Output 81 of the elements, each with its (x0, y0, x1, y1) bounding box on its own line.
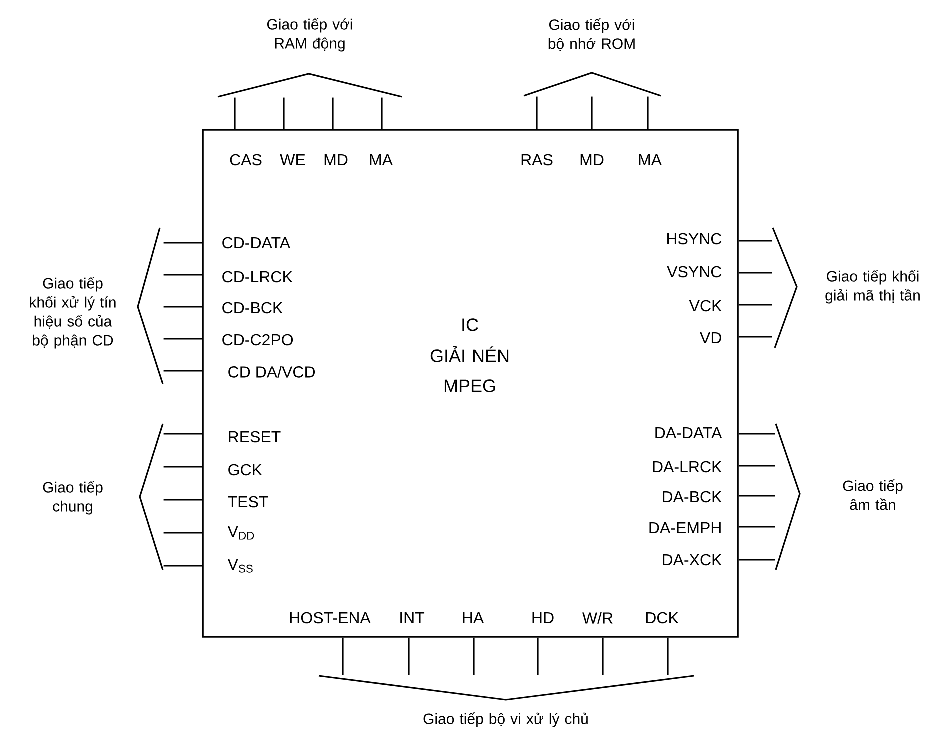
bracket (772, 228, 798, 348)
pin-line (536, 96, 538, 130)
pin-label: VD (700, 332, 722, 344)
pin-line (591, 96, 593, 130)
group-label: Giao tiếp khối xử lý tín hiệu số của bộ phận CD (30, 277, 116, 349)
group-label: Giao tiếp âm tần (843, 480, 903, 510)
pin-line (283, 98, 285, 130)
pin-label: VCK (689, 300, 722, 312)
pin-line (234, 98, 236, 130)
pin-label: DA-LRCK (653, 461, 722, 473)
pin-label: INT (400, 612, 425, 624)
bracket (524, 72, 662, 97)
pin-label: GCK (228, 464, 262, 476)
group-label: Giao tiếp với bộ nhớ ROM (548, 18, 635, 52)
pin-label: MD (324, 154, 348, 166)
pin-label: DA-DATA (656, 428, 722, 438)
bracket (139, 424, 164, 570)
pin-line (164, 466, 202, 468)
pin-label: CD-C2PO (222, 334, 294, 346)
pin-line (738, 240, 772, 242)
chip-title: GIẢI NÉN MPEG (430, 346, 509, 392)
pin-label: CD-BCK (222, 302, 283, 314)
pin-label: CAS (230, 154, 262, 166)
pin-line (164, 370, 202, 372)
pin-label: MA (370, 154, 393, 166)
pin-label: DA-EMPH (650, 522, 721, 534)
bracket (218, 73, 402, 98)
group-label: Giao tiếp bộ vi xử lý chủ (424, 712, 588, 728)
chip-title: IC (462, 318, 478, 332)
bracket (318, 675, 694, 701)
pin-label: MA (639, 154, 662, 166)
pin-label: HSYNC (668, 233, 722, 245)
pin-label: CD-DATA (222, 237, 290, 249)
pin-label: CD DA/VCD (228, 366, 316, 378)
pin-label: DA-XCK (663, 554, 722, 566)
pin-line (602, 638, 604, 676)
pin-label: TEST (228, 496, 268, 508)
pin-label: HD (532, 612, 554, 624)
pin-line (164, 338, 202, 340)
pin-label: RAS (522, 154, 553, 166)
pin-label: MD (580, 154, 604, 166)
pin-label: DA-BCK (663, 491, 722, 503)
pin-line (408, 638, 410, 676)
pin-line (342, 638, 344, 676)
pin-line (164, 433, 202, 435)
group-label: Giao tiếp chung (43, 481, 103, 515)
pin-line (738, 304, 772, 306)
pin-line (738, 336, 772, 338)
pin-label: V$_{SS}$ (228, 559, 253, 573)
pin-label: W/R (582, 612, 613, 624)
pin-line (164, 274, 202, 276)
pin-label: CD-LRCK (222, 271, 293, 283)
pin-line (738, 433, 776, 435)
pin-line (738, 465, 776, 467)
bracket (775, 424, 801, 570)
pin-line (164, 242, 202, 244)
pin-label: VSYNC (667, 266, 722, 278)
pin-label: HOST-ENA (290, 612, 371, 624)
ic-box (202, 129, 739, 638)
pin-line (164, 565, 202, 567)
pin-line (647, 96, 649, 130)
pin-line (332, 98, 334, 130)
group-label: Giao tiếp với RAM động (268, 18, 352, 52)
pin-line (738, 495, 776, 497)
pin-line (537, 638, 539, 676)
pin-line (164, 532, 202, 534)
pin-line (164, 499, 202, 501)
group-label: Giao tiếp khối giải mã thị tần (826, 270, 920, 304)
pin-label: DCK (646, 612, 679, 624)
pin-label: RESET (229, 431, 281, 443)
pin-line (164, 306, 202, 308)
pin-label: V$_{DD}$ (228, 526, 254, 540)
pin-label: HA (463, 612, 484, 624)
bracket (137, 228, 164, 384)
pin-line (738, 559, 776, 561)
pin-label: WE (280, 154, 306, 166)
pin-line (381, 98, 383, 130)
pin-line (738, 272, 772, 274)
pin-line (473, 638, 475, 676)
pin-line (738, 526, 776, 528)
pin-line (667, 638, 669, 676)
